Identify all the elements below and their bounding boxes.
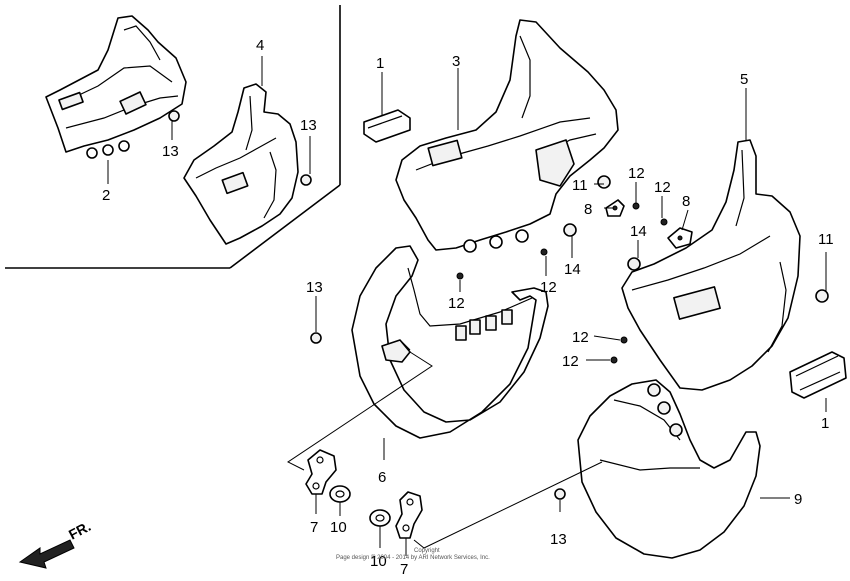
callout-6: 6 <box>378 469 386 486</box>
part-9-outer-fender <box>577 379 761 559</box>
part-7-bracket-right <box>395 491 423 539</box>
callout-12-lower-a: 12 <box>572 329 589 346</box>
callout-12-upper-b: 12 <box>654 179 671 196</box>
callout-13-inset-right: 13 <box>300 117 317 134</box>
callout-13-bottom: 13 <box>550 531 567 548</box>
part-8-clip-b <box>667 227 693 249</box>
copyright-notice: Copyright Page design © 2004 - 2014 by A… <box>336 548 490 561</box>
part-10-washer-left <box>329 485 351 503</box>
fasteners <box>168 110 829 500</box>
part-7-bracket-left <box>305 449 337 495</box>
callout-12-upper-a: 12 <box>628 165 645 182</box>
part-1-reflector-upper <box>363 109 411 143</box>
callout-11-upper: 11 <box>572 177 588 194</box>
callout-1-upper: 1 <box>376 55 384 72</box>
callout-7-left: 7 <box>310 519 318 536</box>
callout-1-lower: 1 <box>821 415 829 432</box>
part-2-cover <box>45 15 187 159</box>
copyright-line-1: Copyright <box>414 548 440 554</box>
part-10-washer-right <box>369 509 391 527</box>
callout-8-left: 8 <box>584 201 592 218</box>
front-direction-arrow: FR. <box>18 518 93 569</box>
callout-13-left: 13 <box>306 279 323 296</box>
callout-10-left: 10 <box>330 519 347 536</box>
callout-7-right: 7 <box>400 561 408 578</box>
callout-14-b: 14 <box>630 223 647 240</box>
callout-11-right: 11 <box>818 231 834 248</box>
callout-3: 3 <box>452 53 460 70</box>
callout-9: 9 <box>794 491 802 508</box>
callout-8-right: 8 <box>682 193 690 210</box>
leader-lines <box>107 56 827 556</box>
callout-5: 5 <box>740 71 748 88</box>
copyright-line-2: Page design © 2004 - 2014 by ARI Network… <box>336 554 490 561</box>
callout-13-inset-left: 13 <box>162 143 179 160</box>
callout-14-a: 14 <box>564 261 581 278</box>
callout-12-center: 12 <box>448 295 465 312</box>
callout-12-lower-b: 12 <box>562 353 579 370</box>
part-1-reflector-lower <box>789 351 847 399</box>
part-5-cover <box>621 139 801 391</box>
callout-10-right: 10 <box>370 553 387 570</box>
callout-2: 2 <box>102 187 110 204</box>
part-3-cover <box>395 19 619 253</box>
callout-12-mid: 12 <box>540 279 557 296</box>
fr-label: FR. <box>66 518 93 543</box>
callout-labels: 1 1 2 3 4 5 6 7 7 8 8 9 10 10 11 11 12 1… <box>102 37 834 578</box>
part-4-cover <box>183 83 299 245</box>
callout-4: 4 <box>256 37 264 54</box>
part-6-inner-fender <box>351 245 549 439</box>
inset-frame <box>5 5 341 269</box>
